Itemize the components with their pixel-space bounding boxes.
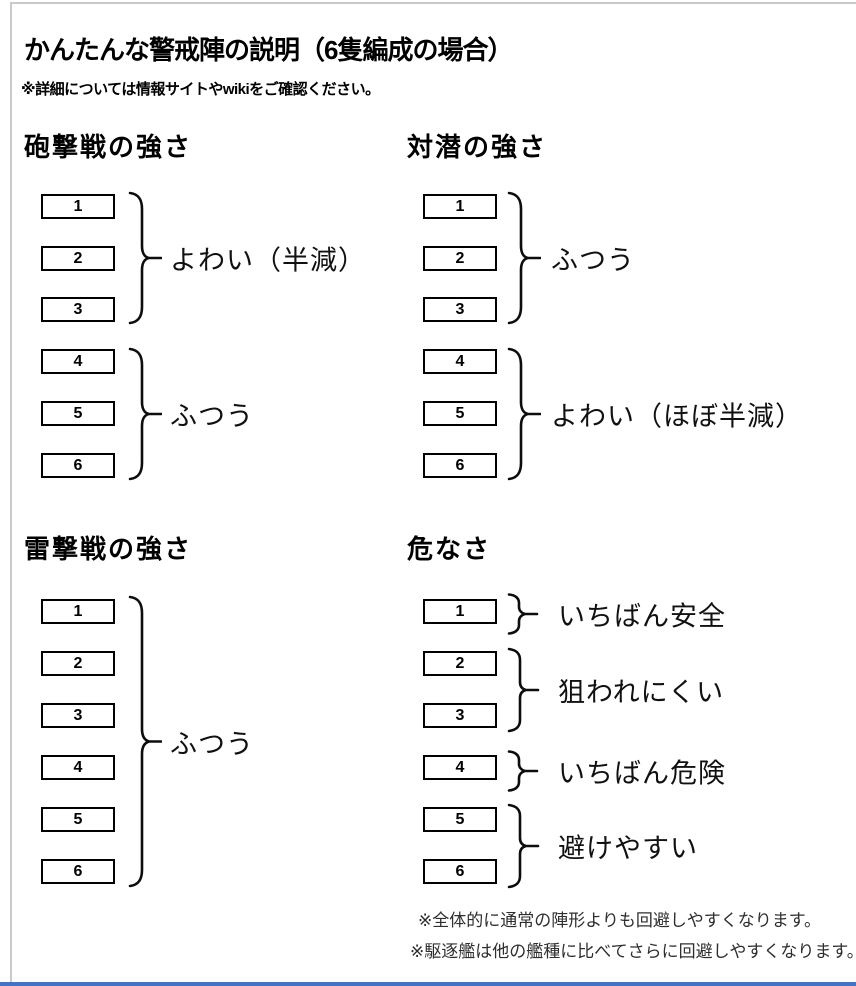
footnote-evasion-general: ※全体的に通常の陣形よりも回避しやすくなります。 (418, 911, 822, 930)
section-heading-torpedo: 雷撃戦の強さ (24, 534, 193, 564)
torpedo-ship-box-4: 4 (41, 755, 115, 780)
torpedo-ship-box-5: 5 (41, 807, 115, 832)
danger-ship-box-5: 5 (423, 807, 497, 832)
section-heading-shelling: 砲撃戦の強さ (24, 132, 193, 162)
group-label-shelling-2: ふつう (170, 401, 254, 432)
danger-ship-box-6: 6 (423, 859, 497, 884)
page-subtitle: ※詳細については情報サイトやwikiをご確認ください。 (21, 81, 380, 98)
brace-icon (507, 190, 541, 326)
group-label-torpedo-1: ふつう (170, 729, 254, 760)
footnote-evasion-destroyer: ※駆逐艦は他の艦種に比べてさらに回避しやすくなります。 (410, 942, 856, 961)
bottom-accent-line (0, 982, 856, 986)
shelling-ship-box-2: 2 (41, 246, 115, 271)
brace-icon (128, 190, 162, 326)
torpedo-ship-box-3: 3 (41, 703, 115, 728)
antisub-ship-box-4: 4 (423, 349, 497, 374)
page-top-border (10, 2, 856, 4)
brace-icon (507, 802, 541, 890)
torpedo-ship-box-2: 2 (41, 651, 115, 676)
shelling-ship-box-4: 4 (41, 349, 115, 374)
brace-icon (507, 346, 541, 482)
antisub-ship-box-6: 6 (423, 453, 497, 478)
group-label-danger-1: いちばん安全 (558, 601, 726, 632)
danger-ship-box-2: 2 (423, 651, 497, 676)
group-label-danger-2: 狙われにくい (558, 677, 725, 708)
group-label-danger-3: いちばん危険 (558, 758, 726, 789)
group-label-antisub-1: ふつう (551, 245, 635, 276)
shelling-ship-box-3: 3 (41, 297, 115, 322)
shelling-ship-box-1: 1 (41, 194, 115, 219)
danger-ship-box-3: 3 (423, 703, 497, 728)
section-heading-danger: 危なさ (407, 534, 492, 564)
brace-icon (507, 592, 539, 636)
torpedo-ship-box-6: 6 (41, 859, 115, 884)
shelling-ship-box-6: 6 (41, 453, 115, 478)
antisub-ship-box-2: 2 (423, 246, 497, 271)
group-label-antisub-2: よわい（ほぼ半減） (551, 401, 803, 432)
page-left-border (10, 2, 12, 986)
brace-icon (128, 346, 162, 482)
group-label-shelling-1: よわい（半減） (170, 245, 366, 276)
section-heading-antisub: 対潜の強さ (407, 132, 548, 162)
brace-icon (128, 594, 162, 889)
shelling-ship-box-5: 5 (41, 401, 115, 426)
antisub-ship-box-1: 1 (423, 194, 497, 219)
page-title: かんたんな警戒陣の説明（6隻編成の場合） (24, 35, 513, 65)
danger-ship-box-4: 4 (423, 755, 497, 780)
torpedo-ship-box-1: 1 (41, 599, 115, 624)
brace-icon (507, 749, 539, 793)
brace-icon (507, 646, 541, 734)
group-label-danger-4: 避けやすい (558, 833, 698, 864)
antisub-ship-box-3: 3 (423, 297, 497, 322)
antisub-ship-box-5: 5 (423, 401, 497, 426)
danger-ship-box-1: 1 (423, 599, 497, 624)
